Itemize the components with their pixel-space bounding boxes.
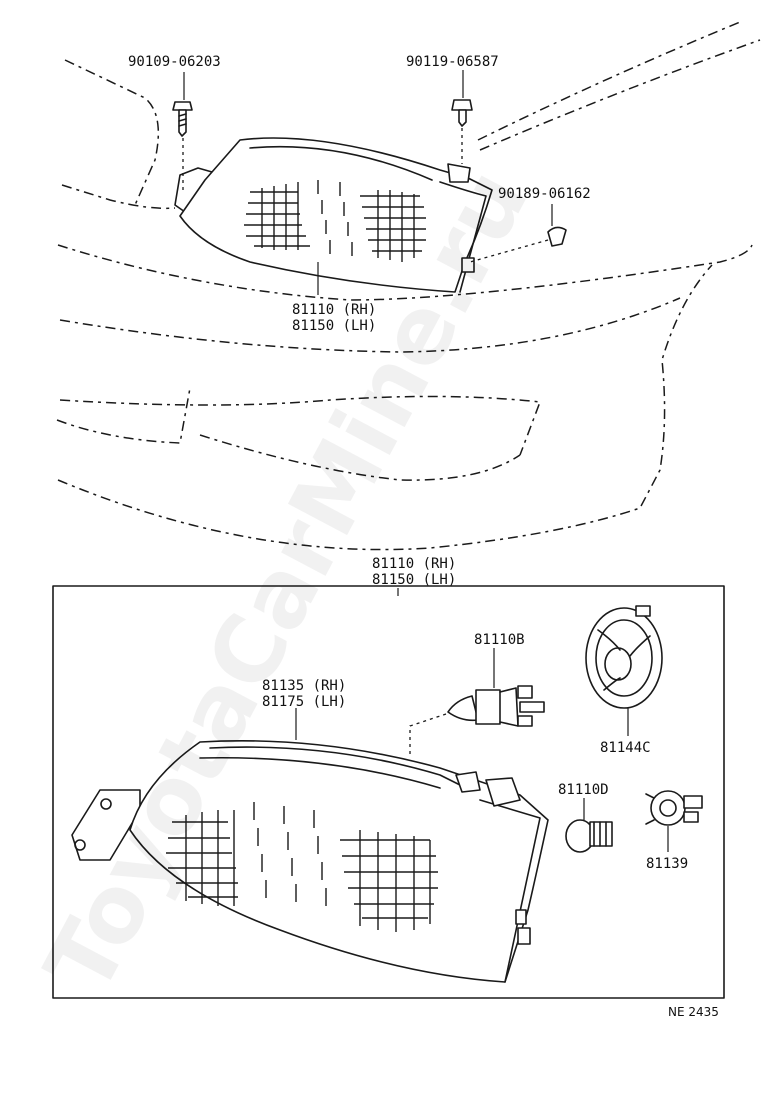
halogen-bulb-drawing: [409, 648, 545, 756]
lower-headlamp-drawing: [71, 739, 549, 983]
upper-headlamp-drawing: [174, 137, 493, 293]
bolt-left-drawing: [172, 101, 193, 190]
small-bulb-drawing: [565, 798, 613, 853]
clip-drawing: [469, 226, 567, 263]
label-headlamp-lh: 81150 (LH): [292, 318, 376, 334]
label-assembly-lh: 81150 (LH): [372, 572, 456, 588]
label-small-bulb: 81110D: [558, 782, 609, 798]
label-halogen-bulb: 81110B: [474, 632, 525, 648]
assembly-frame: [52, 585, 725, 999]
label-bulb-cover: 81144C: [600, 740, 651, 756]
label-unit-rh: 81135 (RH): [262, 678, 346, 694]
label-bolt-right: 90119-06587: [406, 54, 499, 70]
bulb-cover-drawing: [585, 605, 663, 736]
label-unit-lh: 81175 (LH): [262, 694, 346, 710]
socket-drawing: [645, 790, 703, 852]
label-bolt-left: 90109-06203: [128, 54, 221, 70]
bolt-right-drawing: [451, 99, 473, 164]
diagram-code: NE 2435: [668, 1005, 719, 1019]
label-headlamp-rh: 81110 (RH): [292, 302, 376, 318]
lower-headlamp-lens-grid: [166, 802, 438, 932]
upper-headlamp-lens-grid: [244, 180, 426, 262]
vehicle-body-outline: [56, 21, 761, 551]
label-socket: 81139: [646, 856, 688, 872]
label-clip: 90189-06162: [498, 186, 591, 202]
label-assembly-rh: 81110 (RH): [372, 556, 456, 572]
